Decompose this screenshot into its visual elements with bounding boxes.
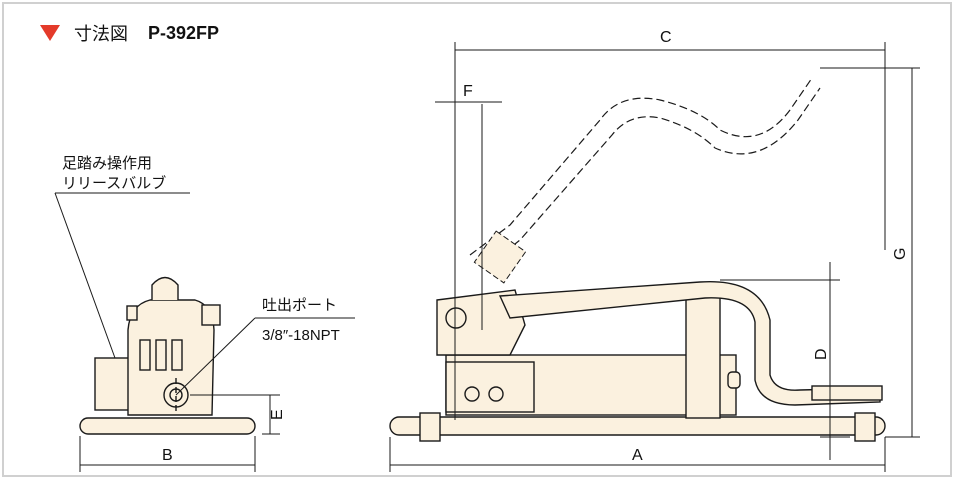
handle-support <box>685 287 721 419</box>
dimension-d-label: D <box>813 348 830 360</box>
drawing-title: 寸法図 P-392FP <box>40 20 219 46</box>
dimension-e-label: E <box>269 409 286 420</box>
dimension-d <box>720 262 850 460</box>
dimension-b-label: B <box>162 447 173 464</box>
base-foot-right <box>854 412 876 442</box>
front-base <box>79 417 256 435</box>
reservoir-end-block <box>445 361 535 413</box>
raised-handle-outline <box>469 77 813 256</box>
side-base-bar <box>389 416 886 436</box>
red-down-triangle-icon <box>40 25 60 41</box>
right-thread <box>201 304 221 326</box>
release-valve-label-1: 足踏み操作用 <box>62 155 152 172</box>
raised-handle-grip <box>473 230 527 284</box>
left-knob <box>126 305 138 321</box>
raised-handle-outline-2 <box>484 87 821 269</box>
side-view <box>389 280 886 442</box>
outlet-port-label: 吐出ポート <box>262 297 337 314</box>
thread-size-label: 3/8″-18NPT <box>262 327 340 344</box>
dimension-a <box>389 437 886 472</box>
outlet-2 <box>488 386 504 402</box>
dimension-a-label: A <box>632 447 643 464</box>
release-valve-leader <box>54 192 116 359</box>
dimension-f-label: F <box>463 83 473 100</box>
dimension-c-label: C <box>660 29 672 46</box>
dimension-b <box>79 436 256 472</box>
pivot-hinge <box>445 307 467 329</box>
slot-1 <box>139 339 151 371</box>
dimension-g <box>820 67 920 438</box>
pump-head <box>436 289 526 356</box>
base-foot-left <box>419 412 441 442</box>
title-text: 寸法図 <box>74 24 128 45</box>
model-number: P-392FP <box>148 22 220 43</box>
front-top-loop <box>151 276 179 300</box>
dimension-g-label: G <box>892 248 909 260</box>
front-view <box>79 276 256 435</box>
slot-3 <box>171 339 183 371</box>
release-valve-label-2: リリースバルブ <box>62 174 166 192</box>
side-knob <box>727 371 741 389</box>
dimension-c <box>454 42 886 250</box>
foot-pedal <box>811 385 883 401</box>
dimension-e <box>190 394 280 435</box>
slot-2 <box>155 339 167 371</box>
outlet-1 <box>464 386 480 402</box>
outlet-leader <box>175 317 256 396</box>
